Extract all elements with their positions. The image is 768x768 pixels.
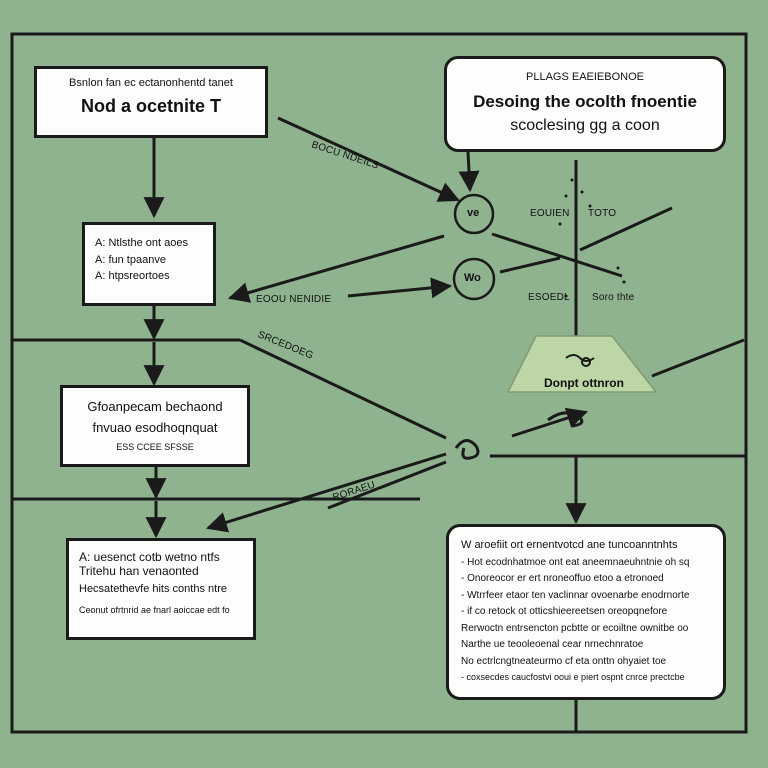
- arrow-label: EOOU NENIDIE: [256, 294, 332, 305]
- box-mid-left-line2: fnvuao esodhoqnquat: [92, 419, 218, 435]
- list-item: - if co retock ot otticshieereetsen oreo…: [461, 606, 668, 618]
- box-mid-left-line1: Gfoanpecam bechaond: [87, 399, 223, 414]
- arrow-label: EOUIEN: [530, 208, 570, 219]
- node-label-1: ve: [467, 207, 480, 219]
- box-top-left-caption: Bsnlon fan ec ectanonhentd tanet: [69, 77, 233, 89]
- box-bottom-left-line3: Hecsatethevfe hits conths ntre: [79, 582, 227, 595]
- list-item: No ectrlcngtneateurmo cf eta onttn ohyai…: [461, 655, 667, 667]
- arrow-node3-box4a: [205, 452, 447, 533]
- arrow-box5-node1: [458, 151, 480, 193]
- arrow-right-diagonal: [579, 206, 673, 252]
- arrow-node1-box2: [227, 234, 445, 303]
- node-circle-1: [453, 193, 495, 235]
- box-bottom-left-line4: Ceonut ofrtnrid ae fnarl aoiccae edt fo: [79, 605, 230, 616]
- box-mid-left: Gfoanpecam bechaond fnvuao esodhoqnquat …: [60, 385, 250, 467]
- arrow-node3-box4b: [327, 460, 447, 510]
- curl-mark: [454, 439, 480, 460]
- list-item: A: fun tpaanve: [95, 253, 166, 266]
- box-bottom-left: A: uesenct cotb wetno ntfs Tritehu han v…: [66, 538, 256, 640]
- box-bottom-left-line2: Tritehu han venaonted: [79, 563, 199, 578]
- arrow-node2-right: [499, 256, 561, 274]
- list-item: Rerwoctn entrsencton pcbtte or ecoiltne …: [461, 622, 689, 634]
- arrow-divider-node3: [239, 338, 447, 440]
- arrow-node3-trap: [511, 407, 588, 438]
- box-top-right-line1: Desoing the ocolth fnoentie: [473, 91, 697, 111]
- node-circle-2: [452, 257, 496, 301]
- arrow-label-node2: [347, 277, 453, 299]
- arrow-box1-node1: [277, 116, 460, 202]
- curl-mark: [547, 411, 584, 428]
- box-list-a: A: Ntlsthe ont aoes A: fun tpaanve A: ht…: [82, 222, 216, 306]
- box-bottom-left-line1: A: uesenct cotb wetno ntfs: [79, 550, 220, 564]
- box-top-right-line2: scoclesing gg a coon: [510, 117, 660, 135]
- box-mid-left-line3: ESS CCEE SFSSE: [116, 441, 194, 452]
- box-top-left-title: Nod a ocetnite T: [80, 95, 221, 116]
- box-top-left: Bsnlon fan ec ectanonhentd tanet Nod a o…: [34, 66, 268, 138]
- list-item: W aroefiit ort ernentvotcd ane tuncoannt…: [461, 539, 678, 551]
- box-top-right-heading: PLLAGS EAEIEBONOE: [526, 71, 644, 83]
- list-item: A: htpsreortoes: [95, 270, 170, 283]
- list-item: - Onoreocor er ert nroneoffuo etoo a etr…: [461, 573, 664, 585]
- list-item: - Wtrrfeer etaor ten vaclinnar ovoenarbe…: [461, 589, 690, 601]
- list-item: - coxsecdes caucfostvi ooui e piert ospn…: [461, 672, 685, 683]
- trapezoid-label: Donpt ottnron: [544, 376, 624, 390]
- node-label-2: Wo: [464, 272, 481, 284]
- box-bottom-right: W aroefiit ort ernentvotcd ane tuncoannt…: [446, 524, 726, 700]
- arrow-label: Soro thte: [592, 292, 635, 303]
- arrow-label: TOTO: [588, 208, 617, 219]
- list-item: - Hot ecodnhatmoe ont eat aneemnaeuhntni…: [461, 556, 690, 568]
- arrow-label: ESOEDL: [528, 292, 570, 303]
- outer-frame: [10, 32, 748, 734]
- arrow-node1-right: [491, 232, 623, 278]
- arrow-trap-right: [651, 338, 745, 378]
- list-item: A: Ntlsthe ont aoes: [95, 237, 188, 249]
- box-top-right: PLLAGS EAEIEBONOE Desoing the ocolth fno…: [444, 56, 726, 152]
- list-item: Narthe ue teooleoenal cear nrnechnratoe: [461, 639, 644, 651]
